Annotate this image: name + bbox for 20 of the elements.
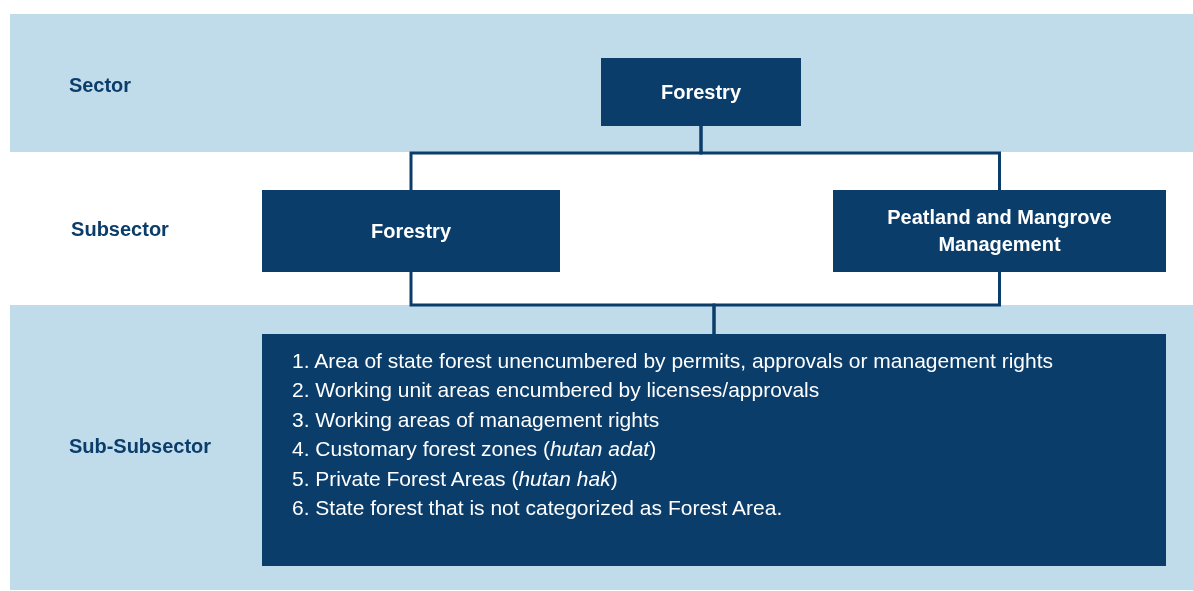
connector-line (712, 272, 1001, 334)
band-background (10, 305, 1193, 590)
list-item: 3. Working areas of management rights (292, 406, 661, 433)
list-item: 6. State forest that is not categorized as Forest Area. (292, 494, 784, 521)
band-background (10, 14, 1193, 152)
list-item: 2. Working unit areas encumbered by licenses/approvals (292, 377, 821, 404)
category-box (833, 190, 1166, 272)
row-heading: Sector (67, 74, 133, 97)
box-label: Peatland and Mangrove Management (886, 205, 1113, 257)
connector-line (699, 126, 1001, 190)
box-label: Forestry (371, 218, 451, 244)
row-heading: Subsector (70, 218, 170, 241)
box-label: Forestry (661, 79, 741, 105)
category-box (262, 190, 560, 272)
category-box (601, 58, 801, 126)
row-heading: Sub-Subsector (67, 435, 213, 458)
list-panel (262, 334, 1166, 566)
list-item: 1. Area of state forest unencumbered by permits, approvals or management rights (292, 348, 1055, 374)
list-item: 4. Customary forest zones (hutan adat) (292, 436, 658, 463)
list-item: 5. Private Forest Areas (hutan hak) (292, 465, 619, 492)
